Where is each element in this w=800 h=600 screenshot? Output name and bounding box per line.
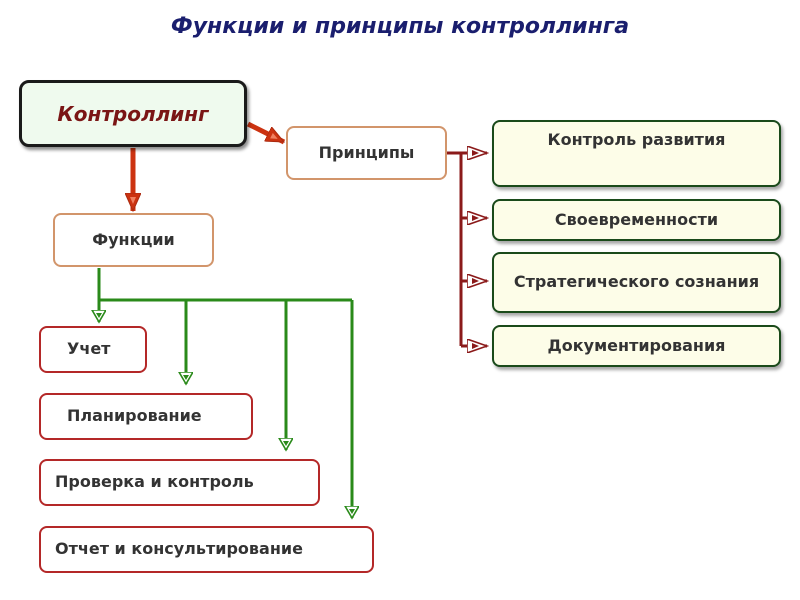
root-arrows xyxy=(133,121,286,211)
function-item: Планирование xyxy=(39,393,253,440)
function-item: Проверка и контроль xyxy=(39,459,320,506)
principle-item: Своевременности xyxy=(492,199,781,241)
principle-item: Контроль развития xyxy=(492,120,781,187)
root-to-principles-arrow xyxy=(246,121,286,145)
controlling-root-node: Контроллинг xyxy=(19,80,247,147)
function-item: Учет xyxy=(39,326,147,373)
principles-node: Принципы xyxy=(286,126,447,180)
functions-node: Функции xyxy=(53,213,214,267)
principle-item: Документирования xyxy=(492,325,781,367)
principle-item: Стратегического сознания xyxy=(492,252,781,313)
principles-connectors xyxy=(447,153,487,346)
diagram-title: Функции и принципы контроллинга xyxy=(170,14,630,39)
function-item: Отчет и консультирование xyxy=(39,526,374,573)
functions-connectors xyxy=(99,268,352,518)
